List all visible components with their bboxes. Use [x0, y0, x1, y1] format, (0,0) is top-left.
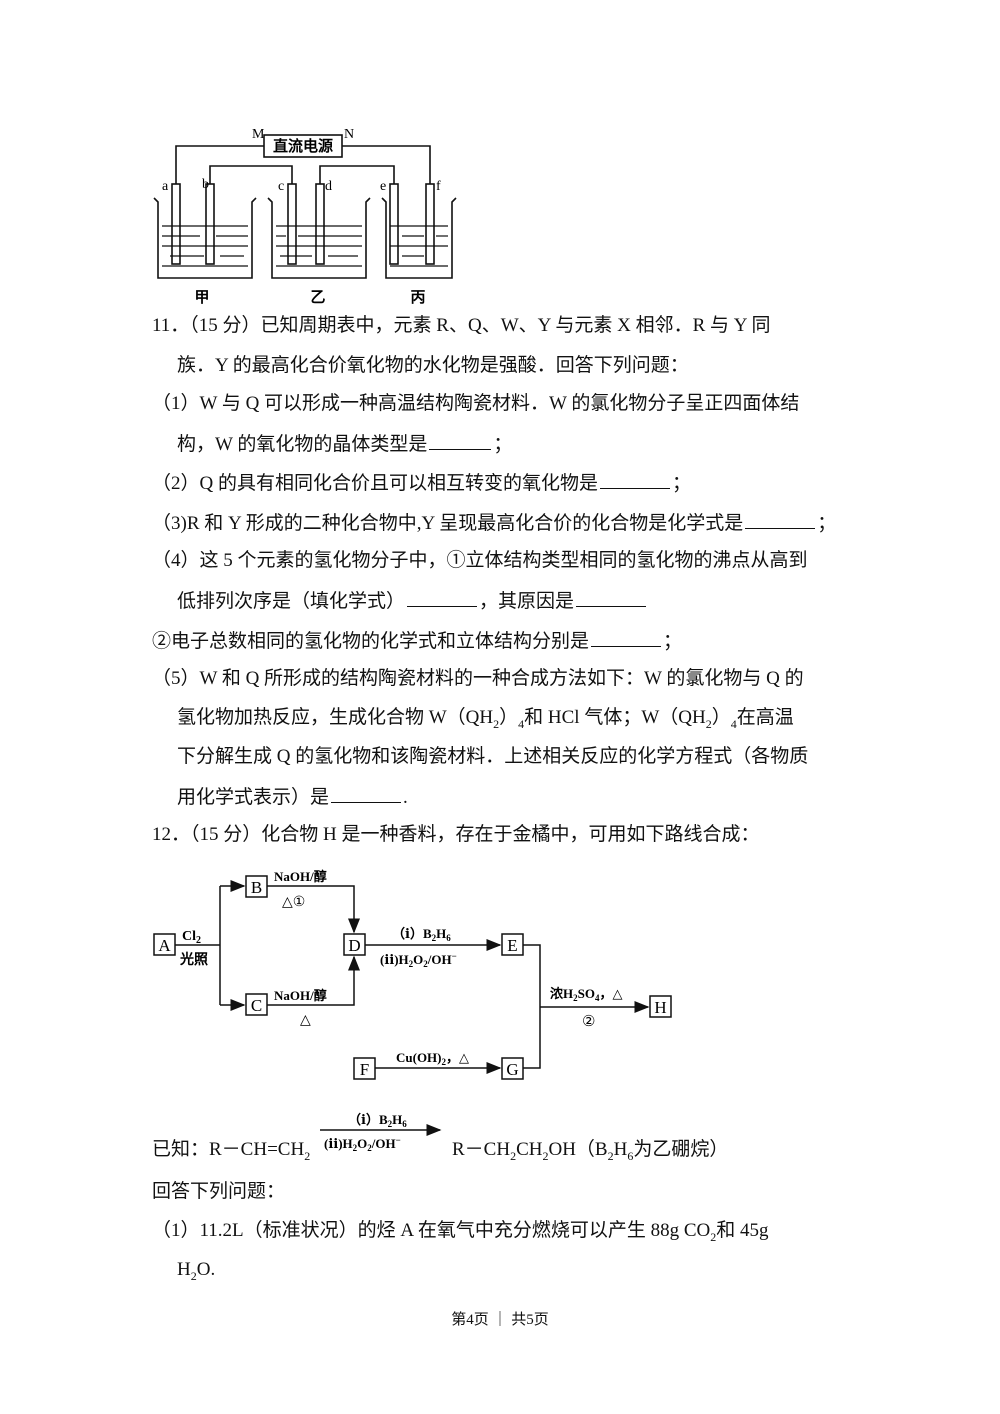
node-b-label: B — [251, 878, 262, 897]
electrode-a-label: a — [162, 179, 169, 194]
power-supply-label: 直流电源 — [273, 137, 333, 155]
electrode-b-label: b — [202, 177, 209, 192]
cell-bing-label: 丙 — [410, 289, 425, 306]
q11-part5-line1: （5）W 和 Q 所形成的结构陶瓷材料的一种合成方法如下：W 的氯化物与 Q 的 — [152, 668, 804, 689]
condition-b-bottom: △① — [282, 895, 305, 910]
condition-h-top: 浓H2SO4，△ — [550, 986, 622, 1003]
node-h-label: H — [654, 998, 666, 1017]
q11-part4-line2: 低排列次序是（填化学式），其原因是 — [177, 588, 648, 614]
answer-blank[interactable] — [331, 784, 402, 803]
q11-part5-line2: 氢化物加热反应，生成化合物 W（QH2）4和 HCl 气体；W（QH2）4在高温 — [177, 707, 794, 731]
known-reaction-prefix: 已知：R－CH=CH2 — [152, 1139, 311, 1163]
electrode-f-label: f — [436, 179, 441, 194]
answer-blank[interactable] — [576, 588, 647, 607]
q12-answer-intro: 回答下列问题： — [152, 1181, 286, 1202]
page-footer: 第4页 ｜ 共5页 — [451, 1312, 549, 1328]
known-reaction-suffix: R－CH2CH2OH（B2H6为乙硼烷） — [452, 1139, 729, 1163]
q11-part4-line3: ②电子总数相同的氢化物的化学式和立体结构分别是； — [152, 628, 682, 654]
condition-c-bottom: △ — [300, 1013, 311, 1028]
q12-part1-line2: H2O. — [177, 1259, 216, 1283]
condition-b-top: NaOH/醇 — [274, 869, 327, 884]
known-arrow-top: （ⅰ）B2H6 — [348, 1112, 407, 1129]
q12-part1-line1: （1）11.2L（标准状况）的烃 A 在氧气中充分燃烧可以产生 88g CO2和… — [152, 1220, 769, 1244]
q11-head-line1: 11．（15 分）已知周期表中，元素 R、Q、W、Y 与元素 X 相邻．R 与 … — [152, 315, 771, 336]
q11-head-line2: 族．Y 的最高化合价氧化物的水化物是强酸．回答下列问题： — [177, 355, 689, 376]
node-a-label: A — [158, 936, 171, 955]
node-e-label: E — [507, 936, 517, 955]
node-f-label: F — [360, 1060, 369, 1079]
condition-cl2: Cl2 — [182, 929, 201, 946]
condition-c-top: NaOH/醇 — [274, 988, 327, 1003]
node-g-label: G — [506, 1060, 518, 1079]
q12-head: 12．（15 分）化合物 H 是一种香料，存在于金橘中，可用如下路线合成： — [152, 824, 760, 845]
terminal-m-label: M — [252, 127, 265, 142]
answer-blank[interactable] — [599, 470, 670, 489]
q11-part5-line4: 用化学式表示）是. — [177, 784, 408, 810]
answer-blank[interactable] — [407, 588, 478, 607]
q11-part1-line1: （1）W 与 Q 可以形成一种高温结构陶瓷材料．W 的氯化物分子呈正四面体结 — [152, 393, 800, 414]
condition-light: 光照 — [179, 951, 208, 968]
node-h-box — [649, 995, 672, 1018]
synthesis-route-diagram: A B C D E F G H Cl2 光照 NaOH/醇 △① NaOH/醇 … — [153, 869, 672, 1080]
known-reaction-arrow: （ⅰ）B2H6 (ⅱ)H2O2/OH− — [320, 1112, 442, 1153]
answer-blank[interactable] — [429, 431, 492, 450]
electrode-d-label: d — [325, 179, 332, 194]
answer-blank[interactable] — [745, 510, 816, 529]
cell-jia-label: 甲 — [194, 289, 209, 306]
cell-yi-label: 乙 — [310, 290, 325, 306]
electrolysis-diagram: 直流电源 M N a b c d e f 甲 乙 丙 — [153, 127, 457, 306]
q11-part3: （3)R 和 Y 形成的二种化合物中,Y 呈现最高化合价的化合物是化学式是； — [152, 510, 836, 536]
condition-h-bottom: ② — [582, 1014, 595, 1030]
electrode-c-label: c — [278, 179, 284, 194]
answer-blank[interactable] — [591, 628, 662, 647]
node-d-label: D — [348, 936, 360, 955]
node-c-label: C — [251, 996, 262, 1015]
q11-part1-line2: 构，W 的氧化物的晶体类型是； — [177, 431, 512, 457]
condition-de-bottom: (ⅱ)H2O2/OH− — [380, 951, 457, 969]
q11-part5-line3: 下分解生成 Q 的氢化物和该陶瓷材料．上述相关反应的化学方程式（各物质 — [177, 746, 809, 767]
electrode-e-label: e — [380, 179, 386, 194]
condition-fg: Cu(OH)2，△ — [396, 1050, 469, 1067]
q11-part4-line1: （4）这 5 个元素的氢化物分子中，①立体结构类型相同的氢化物的沸点从高到 — [152, 550, 808, 571]
condition-de-top: （ⅰ）B2H6 — [392, 926, 451, 943]
known-arrow-bottom: (ⅱ)H2O2/OH− — [324, 1135, 401, 1153]
q11-part2: （2）Q 的具有相同化合价且可以相互转变的氧化物是； — [152, 470, 691, 496]
terminal-n-label: N — [344, 127, 354, 142]
